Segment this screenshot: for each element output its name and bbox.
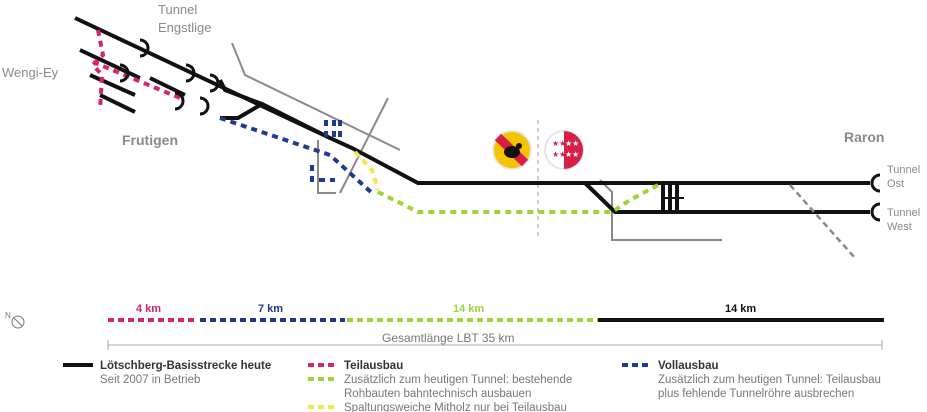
context-lines	[231, 42, 722, 241]
tunnel-portal-icon	[185, 63, 196, 83]
bern-coat-of-arms-icon	[492, 130, 532, 170]
track-siding-3	[99, 93, 136, 114]
svg-text:★★: ★★	[552, 139, 566, 148]
svg-text:★★: ★★	[565, 139, 579, 148]
context-line-portal-north	[231, 42, 401, 151]
track-siding-2	[89, 73, 136, 97]
context-line-south	[599, 179, 722, 241]
track-frutigen-merge	[218, 79, 331, 140]
track-main-north	[74, 16, 870, 185]
tunnel-portal-icon	[139, 38, 150, 58]
track-frutigen-connector	[220, 102, 264, 120]
svg-text:N: N	[5, 311, 11, 320]
track-wengi-branch	[149, 76, 186, 97]
length-bar: 4 km 7 km 14 km 14 km Gesamtlänge LBT 35…	[107, 303, 884, 350]
legend-teil-title: Teilausbau	[344, 360, 403, 372]
label-tunnel-ost-2: Ost	[887, 178, 904, 190]
label-tunnel-engstligen-2: Engstlige	[158, 20, 211, 35]
legend-today-title: Lötschberg-Basisstrecke heute	[100, 360, 271, 372]
svg-text:★★: ★★	[565, 150, 579, 159]
yellow-route	[353, 150, 380, 191]
label-frutigen: Frutigen	[122, 132, 178, 148]
tunnel-portal-icon	[870, 202, 881, 222]
legend-yellow-line: Spaltungsweiche Mitholz nur bei Teilausb…	[344, 402, 567, 412]
tunnel-portal-icon	[174, 91, 185, 111]
legend-voll-line1: Zusätzlich zum heutigen Tunnel: Teilausb…	[658, 374, 881, 386]
label-tunnel-ost-1: Tunnel	[887, 164, 920, 176]
label-tunnel-west-2: West	[887, 221, 912, 233]
magenta-route-2	[92, 60, 181, 100]
blue-mitholz-siding	[310, 165, 335, 182]
existing-tracks	[74, 16, 870, 214]
context-line-mitholz	[339, 97, 389, 194]
valais-coat-of-arms-icon: ★★ ★★ ★★ ★★	[544, 130, 584, 170]
km-label-seg1: 4 km	[136, 303, 161, 315]
label-tunnel-west-1: Tunnel	[887, 207, 920, 219]
legend: Lötschberg-Basisstrecke heute Seit 2007 …	[63, 360, 881, 412]
legend-today-sub: Seit 2007 in Betrieb	[100, 374, 200, 386]
legend-voll-line2: plus fehlende Tunnelröhre ausbrechen	[658, 388, 854, 400]
tunnel-portal-icon	[870, 173, 881, 193]
legend-green-line2: Rohbauten bahntechnisch ausbauen	[344, 388, 531, 400]
green-route	[377, 182, 661, 214]
tunnel-portal-icon	[119, 63, 130, 83]
total-length-label: Gesamtlänge LBT 35 km	[382, 331, 515, 345]
teilausbau-magenta	[90, 29, 181, 111]
tunnel-portal-icon	[209, 73, 220, 93]
km-label-seg4: 14 km	[725, 303, 756, 315]
tunnel-portals	[119, 38, 881, 222]
svg-text:★★: ★★	[552, 150, 566, 159]
blue-route	[219, 116, 374, 195]
km-label-seg3: 14 km	[453, 303, 484, 315]
legend-voll-title: Vollausbau	[658, 360, 719, 372]
gray-dashed-raron-line	[789, 184, 856, 259]
magenta-route-1	[90, 29, 106, 111]
vollausbau-blue	[219, 116, 374, 195]
context-line-mitholz-portal	[317, 140, 336, 194]
km-label-seg2: 7 km	[258, 303, 283, 315]
label-raron: Raron	[844, 129, 884, 145]
track-main-west-tube	[583, 181, 870, 214]
north-compass-icon: N	[5, 311, 25, 329]
legend-green-line1: Zusätzlich zum heutigen Tunnel: bestehen…	[344, 374, 572, 386]
label-tunnel-engstligen-1: Tunnel	[158, 2, 197, 17]
label-wengi-ey: Wengi-Ey	[2, 65, 59, 80]
track-siding-1	[79, 48, 141, 80]
tunnel-portal-icon	[199, 96, 210, 116]
